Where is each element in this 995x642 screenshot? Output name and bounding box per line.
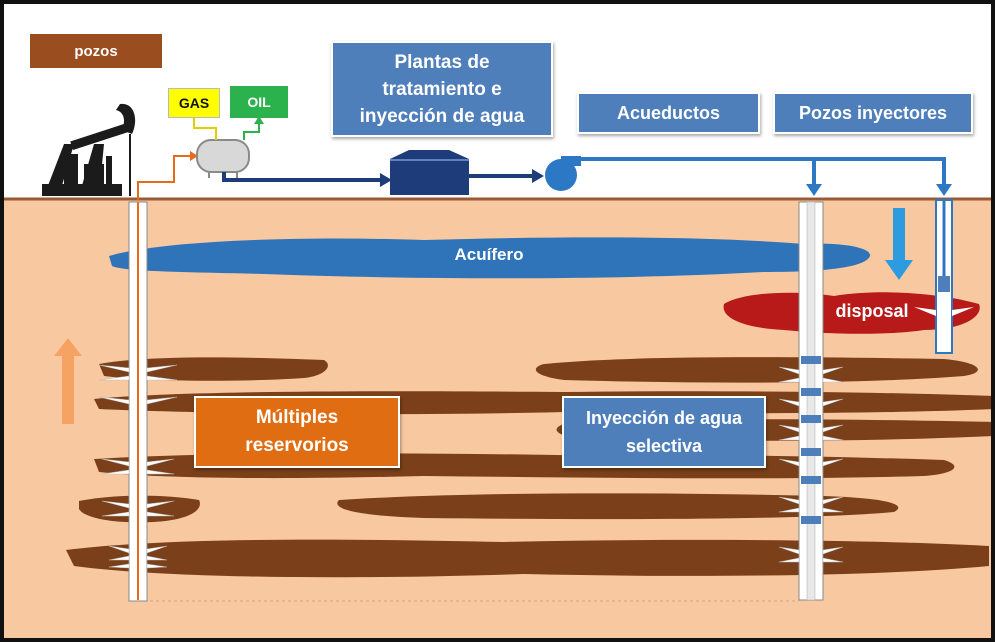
treatment-plant-label: Plantas de tratamiento e inyección de ag… <box>331 41 553 137</box>
inyeccion-selectiva-line2: selectiva <box>625 436 703 456</box>
reservoir-7 <box>337 493 899 520</box>
treatment-plant-label-line2: tratamiento e <box>382 78 502 100</box>
multiples-reservorios-line1: Múltiples <box>255 407 339 428</box>
disposal-perf-left <box>914 307 936 316</box>
disposal-zone <box>723 292 980 334</box>
plant-to-pump-arrowhead <box>532 169 544 183</box>
injector-2-arrowhead <box>936 184 952 196</box>
water-to-plant-line <box>222 172 382 182</box>
selective-injector-tubing <box>806 201 816 601</box>
inyeccion-selectiva-line1: Inyección de agua <box>585 408 743 428</box>
pozos-inyectores-label: Pozos inyectores <box>773 92 973 134</box>
aquifer-layer <box>109 237 871 279</box>
disposal-packer <box>938 276 950 292</box>
producer-arrowhead <box>190 151 198 161</box>
reservoir-2 <box>535 357 978 383</box>
multiples-reservorios-line2: reservorios <box>245 435 349 456</box>
reservoir-1 <box>99 357 328 381</box>
reservoir-8 <box>66 539 989 578</box>
pozos-label: pozos <box>30 34 162 68</box>
water-to-plant-arrowhead <box>380 173 392 187</box>
disposal-label: disposal <box>835 300 909 321</box>
production-up-arrow <box>54 338 82 424</box>
inyeccion-selectiva-label: Inyección de agua selectiva <box>562 396 766 468</box>
treatment-plant <box>390 150 469 195</box>
gas-line <box>193 118 217 140</box>
disposal-perf-right <box>952 307 974 316</box>
aqueduct-pipe <box>579 157 946 186</box>
oil-line <box>243 122 260 140</box>
multiples-reservorios-label: Múltiples reservorios <box>194 396 400 468</box>
injector-1-arrowhead <box>806 184 822 196</box>
acueductos-label: Acueductos <box>577 92 760 134</box>
injector-packers <box>801 356 821 524</box>
treatment-plant-label-line3: inyección de agua <box>359 105 525 127</box>
oil-arrowhead <box>254 116 264 124</box>
producer-perforations <box>98 364 178 569</box>
producer-to-separator-line <box>137 155 190 200</box>
pump-outlet <box>561 156 581 166</box>
pump <box>545 159 577 191</box>
separator-tank <box>196 139 250 173</box>
pumpjack <box>42 103 136 196</box>
treatment-plant-label-line1: Plantas de <box>394 51 490 73</box>
injector-perforations <box>778 366 844 563</box>
oil-label: OIL <box>230 86 288 118</box>
acuifero-label: Acuífero <box>454 245 524 264</box>
gas-label: GAS <box>168 88 220 118</box>
injection-down-arrow <box>885 208 913 280</box>
